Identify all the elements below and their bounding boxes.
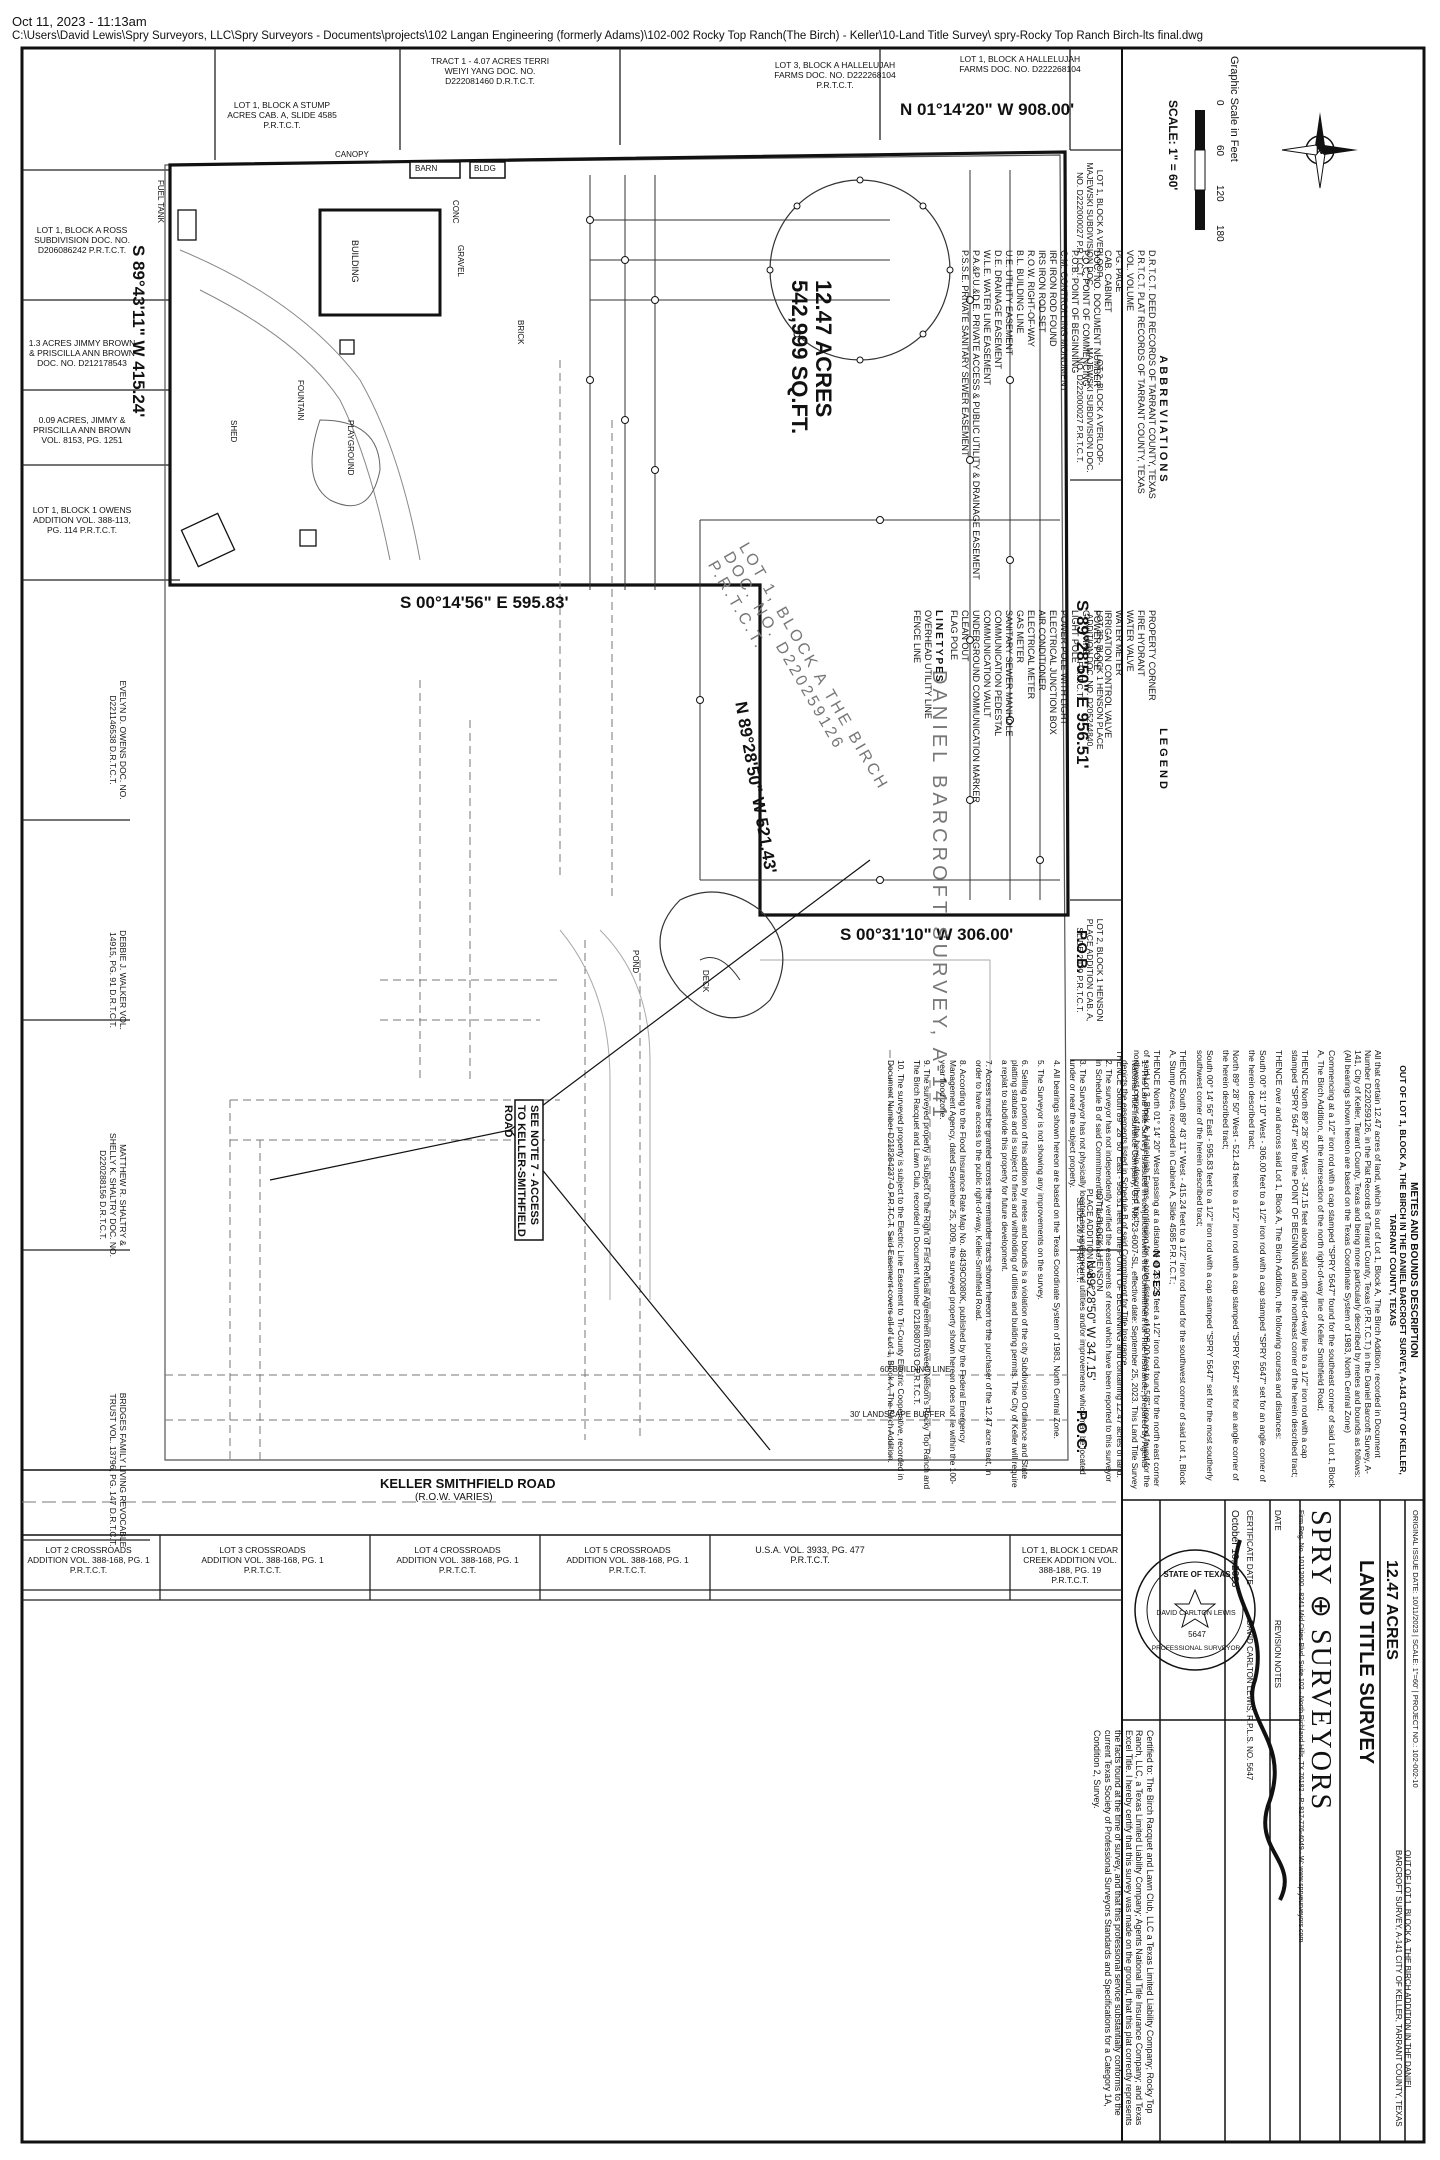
title-block-lines (1122, 1499, 1424, 2142)
seal-sub: PROFESSIONAL SURVEYOR (1151, 1645, 1241, 1652)
survey-type: LAND TITLE SURVEY (1355, 1560, 1377, 1765)
bldg-label: BLDG (474, 164, 496, 173)
adjoiner-tract1: TRACT 1 - 4.07 ACRES TERRI WEIYI YANG DO… (430, 56, 550, 86)
adjoiner-crossroads-4: LOT 4 CROSSROADS ADDITION VOL. 388-168, … (396, 1545, 519, 1575)
adjoiner-lines (22, 48, 1122, 1601)
certification-text: Certified to: The Birch Racquet and Lawn… (1092, 1730, 1156, 2126)
playground-label: PLAYGROUND (346, 420, 355, 476)
adjoiner-cedar-creek: LOT 1, BLOCK 1 CEDAR CREEK ADDITION VOL.… (1021, 1545, 1119, 1585)
adjoiner-bridges: BRIDGES FAMILY LIVING REVOCABLE TRUST VO… (108, 1392, 128, 1548)
fuel-tank-label: FUEL TANK (156, 180, 165, 223)
building-line-label: 60' BUILDING LINE (880, 1365, 951, 1374)
notes-block: NOTES 1. This Land Title Survey is issue… (886, 1060, 1161, 1490)
file-timestamp: Oct 11, 2023 - 11:13am (12, 14, 147, 29)
main-building (318, 208, 442, 317)
scale-tick-60: 60 (1214, 145, 1225, 157)
bldg-top (469, 161, 506, 179)
scale-bar (1194, 110, 1206, 230)
brick-label: BRICK (516, 320, 525, 345)
conc-label: CONC (451, 200, 460, 224)
canopy-label: CANOPY (335, 150, 369, 159)
poles (586, 216, 1044, 884)
title-description: OUT OF LOT 1, BLOCK A, THE BIRCH ADDITIO… (1394, 1850, 1412, 2127)
title-acreage: 12.47 ACRES (1383, 1560, 1400, 1660)
cert-date-label: CERTIFICATE DATE (1245, 1510, 1254, 1585)
subject-tract (168, 150, 1070, 917)
pond (659, 891, 784, 1019)
small-bldg-2 (339, 339, 355, 355)
adjoiner-lot1-hallelujah: LOT 1, BLOCK A HALLELUJAH FARMS DOC. NO.… (959, 54, 1081, 74)
small-bldg (299, 529, 317, 547)
north-arrow-icon: N (1281, 112, 1358, 189)
lower-lot-lines (159, 1535, 1011, 1600)
road-name: KELLER SMITHFIELD ROAD (380, 1476, 556, 1491)
adjoiner-henson-2: LOT 2, BLOCK 1 HENSON PLACE ADDITION CAB… (1075, 918, 1105, 1022)
fountain-label: FOUNTAIN (296, 380, 305, 421)
adjoiner-lot3: LOT 3, BLOCK A HALLELUJAH FARMS DOC. NO.… (774, 60, 896, 90)
building-label: BUILDING (350, 240, 360, 283)
adjoiner-brown-13: 1.3 ACRES JIMMY BROWN & PRISCILLA ANN BR… (28, 338, 136, 368)
signature-stroke (1233, 1539, 1287, 1901)
scale-ratio: SCALE: 1" = 60' (1166, 100, 1180, 191)
barn-label: BARN (415, 164, 438, 173)
adjoiner-owens-add: LOT 1, BLOCK 1 OWENS ADDITION VOL. 388-1… (32, 505, 132, 535)
adjoiner-brown-009: 0.09 ACRES, JIMMY & PRISCILLA ANN BROWN … (33, 415, 131, 445)
surveyor-name: DAVID CARLTON LEWIS, R.P.L.S. NO. 5647 (1245, 1620, 1254, 1781)
bearing-west-upper: S 89°43'11" W 415.24' (129, 245, 148, 418)
bldg-lower-left (180, 512, 236, 568)
adjoiner-stump: LOT 1, BLOCK A STUMP ACRES CAB. A, SLIDE… (227, 100, 337, 130)
adjoiner-crossroads-3: LOT 3 CROSSROADS ADDITION VOL. 388-168, … (201, 1545, 324, 1575)
company-logo: SPRY ⊕ SURVEYORS (1305, 1510, 1336, 1812)
bearing-south: S 00°31'10" W 306.00' (840, 925, 1014, 944)
barn (409, 161, 461, 179)
scale-tick-0: 0 (1214, 100, 1225, 106)
leader-line-2 (509, 1129, 771, 1451)
bearing-north: N 01°14'20" W 908.00' (900, 100, 1075, 119)
see-note-box (514, 1099, 544, 1241)
adjoiner-crossroads-5: LOT 5 CROSSROADS ADDITION VOL. 388-168, … (566, 1545, 689, 1575)
seal-name: DAVID CARLTON LEWIS (1156, 1610, 1236, 1617)
file-path: C:\Users\David Lewis\Spry Surveyors, LLC… (12, 30, 1203, 42)
road-row: (R.O.W. VARIES) (415, 1492, 493, 1503)
abbreviations-block: ABBREVIATIONS D.R.T.C.T. DEED RECORDS OF… (960, 250, 1169, 580)
bldg-left (177, 209, 197, 241)
gravel-label: GRAVEL (456, 245, 465, 277)
surveyor-seal (1134, 1549, 1256, 1671)
rev-notes-label: REVISION NOTES (1273, 1620, 1282, 1689)
title-footer: ORIGINAL ISSUE DATE: 10/11/2023 | SCALE:… (1411, 1510, 1420, 1788)
see-note-text: SEE NOTE 7 - ACCESS TO KELLER-SMITHFIELD… (502, 1105, 540, 1237)
adjoiner-ross: LOT 1, BLOCK A ROSS SUBDIVISION DOC. NO.… (34, 225, 130, 255)
company-details: Firm Reg. No. 10112000 · 8241 Mid Cities… (1297, 1510, 1304, 1943)
gravel-drive (179, 249, 421, 561)
rev-date-label: DATE (1273, 1510, 1282, 1531)
seal-number: 5647 (1188, 1630, 1206, 1639)
sheet-border (20, 46, 1426, 2144)
adjoiner-evelyn: EVELYN D. OWENS DOC. NO. D221146538 D.R.… (108, 680, 128, 800)
adjoiner-shaltry: MATTHEW R. SHALTRY & SHELLY K. SHALTRY D… (98, 1133, 128, 1257)
pond-label: POND (631, 950, 640, 974)
easement-lines (165, 360, 1068, 1460)
usa-label: U.S.A. VOL. 3933, PG. 477 P.R.T.C.T. (755, 1545, 865, 1565)
cert-date-value: October 10, 2023 (1229, 1510, 1240, 1588)
landscape-label: 30' LANDSCAPE BUFFER (850, 1410, 946, 1419)
graphic-scale-title: Graphic Scale in Feet (1228, 56, 1240, 162)
svg-text:N: N (1316, 146, 1323, 157)
playground-shape (311, 419, 381, 507)
parent-lot (164, 154, 1069, 1461)
adjoiner-walker: DEBBIE J. WALKER VOL. 14915, PG. 91 D.R.… (108, 930, 128, 1030)
acreage-label: 12.47 ACRES 542,999 SQ.FT. (787, 280, 836, 435)
scale-tick-120: 120 (1214, 185, 1225, 202)
drive-aisles (559, 929, 991, 1340)
deck-label: DECK (701, 970, 710, 993)
leader-line (509, 859, 871, 1131)
seal-state: STATE OF TEXAS (1163, 1570, 1231, 1579)
shed-label: SHED (229, 420, 238, 443)
bearing-interior-south: S 00°14'56" E 595.83' (400, 593, 569, 612)
adjoiner-crossroads-2: LOT 2 CROSSROADS ADDITION VOL. 388-168, … (27, 1545, 150, 1575)
leader-line-3 (269, 1129, 511, 1181)
scale-tick-180: 180 (1214, 225, 1225, 242)
